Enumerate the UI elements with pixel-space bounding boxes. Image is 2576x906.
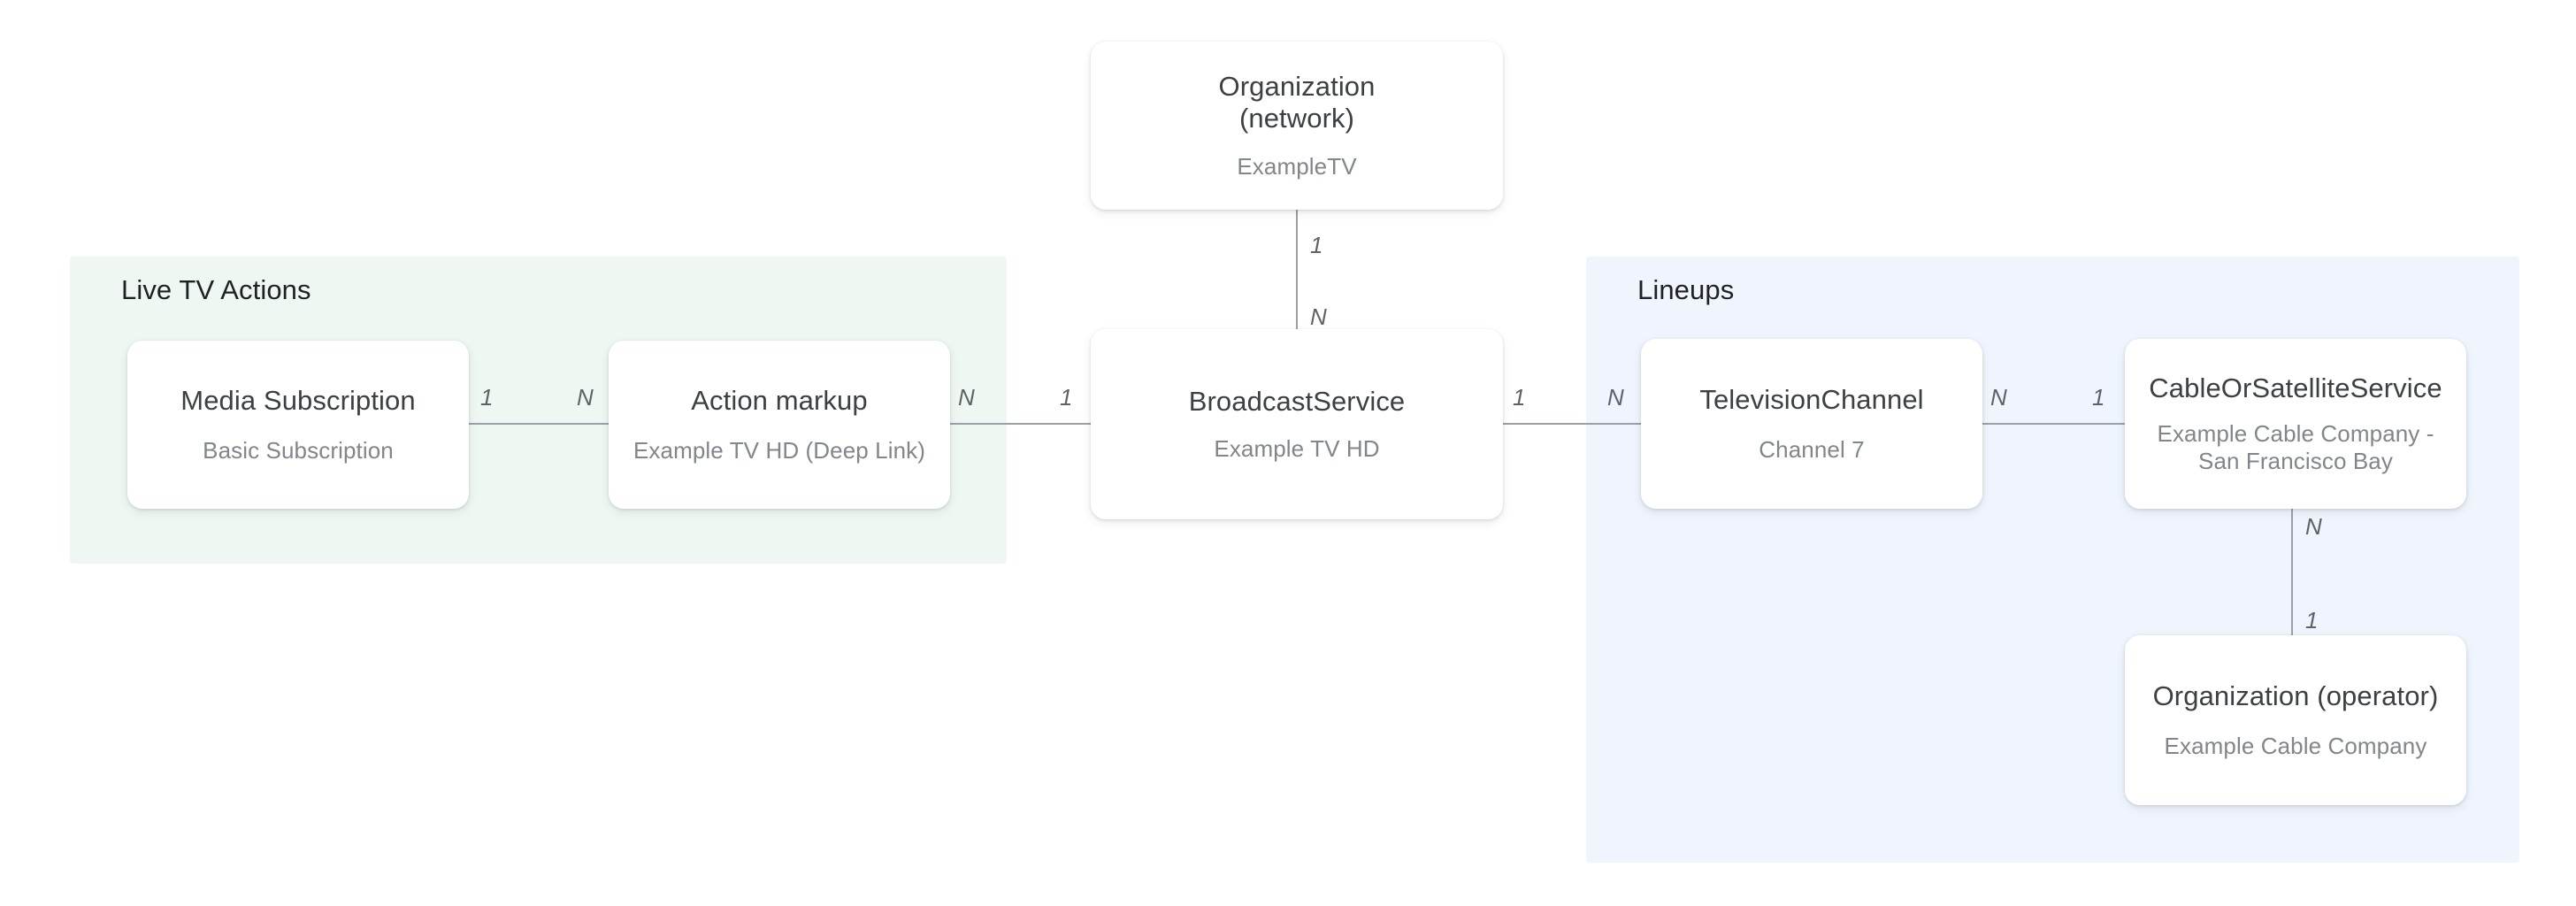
node-organization-network-title: Organization (network)	[1219, 71, 1376, 135]
edge-label-action-markup-target: N	[577, 384, 594, 411]
edge-label-television-channel-target: N	[1607, 384, 1624, 411]
node-television-channel-subtitle: Channel 7	[1759, 435, 1865, 463]
edge-label-organization-operator-target: 1	[2305, 607, 2319, 633]
node-cable-or-satellite-service-subtitle-line2: San Francisco Bay	[2198, 448, 2393, 475]
node-action-markup-title: Action markup	[691, 385, 868, 417]
edge-label-broadcast-service-target: N	[1310, 303, 1327, 330]
edge-label-organization-network-source: 1	[1310, 232, 1323, 258]
node-cable-or-satellite-service-subtitle-line1: Example Cable Company -	[2157, 420, 2434, 448]
node-television-channel-title: TelevisionChannel	[1699, 384, 1924, 416]
edge-label-action-markup-source: N	[958, 384, 975, 411]
edge-action-markup-to-broadcast-service	[948, 423, 1092, 425]
node-media-subscription-title: Media Subscription	[180, 385, 416, 417]
node-organization-network-title-line2: (network)	[1238, 103, 1355, 134]
edge-media-subscription-to-action-markup	[467, 423, 610, 425]
node-cable-or-satellite-service-title: CableOrSatelliteService	[2149, 372, 2442, 403]
node-broadcast-service-title: BroadcastService	[1188, 385, 1406, 417]
node-organization-operator[interactable]: Organization (operator) Example Cable Co…	[2125, 635, 2466, 805]
node-media-subscription[interactable]: Media Subscription Basic Subscription	[127, 341, 469, 509]
node-organization-network-subtitle: ExampleTV	[1237, 152, 1357, 180]
node-broadcast-service[interactable]: BroadcastService Example TV HD	[1091, 329, 1503, 519]
edge-cable-or-satellite-service-to-organization-operator	[2291, 509, 2293, 636]
edge-label-television-channel-source: N	[1990, 384, 2007, 411]
node-organization-network[interactable]: Organization (network) ExampleTV	[1091, 42, 1503, 210]
edge-label-media-subscription-source: 1	[480, 384, 494, 411]
node-broadcast-service-subtitle: Example TV HD	[1214, 435, 1380, 463]
edge-label-broadcast-service-left-target: 1	[1060, 384, 1073, 411]
edge-label-broadcast-service-right-source: 1	[1513, 384, 1526, 411]
edge-label-cable-or-satellite-service-target: 1	[2092, 384, 2105, 411]
node-media-subscription-subtitle: Basic Subscription	[203, 436, 394, 464]
node-cable-or-satellite-service-subtitle: Example Cable Company - San Francisco Ba…	[2158, 420, 2434, 475]
edge-label-cable-or-satellite-service-bottom-source: N	[2305, 513, 2322, 540]
edge-television-channel-to-cable-or-satellite-service	[1981, 423, 2127, 425]
node-action-markup[interactable]: Action markup Example TV HD (Deep Link)	[609, 341, 950, 509]
node-action-markup-subtitle: Example TV HD (Deep Link)	[632, 436, 926, 464]
node-organization-network-title-line1: Organization	[1218, 70, 1376, 102]
panel-live-tv-actions-title: Live TV Actions	[121, 274, 311, 305]
node-organization-operator-subtitle: Example Cable Company	[2164, 732, 2427, 759]
node-organization-operator-title: Organization (operator)	[2152, 680, 2439, 712]
node-cable-or-satellite-service[interactable]: CableOrSatelliteService Example Cable Co…	[2125, 339, 2466, 509]
edge-organization-network-to-broadcast-service	[1296, 210, 1298, 330]
edge-broadcast-service-to-television-channel	[1501, 423, 1643, 425]
panel-lineups-title: Lineups	[1637, 274, 1735, 305]
node-television-channel[interactable]: TelevisionChannel Channel 7	[1641, 339, 1982, 509]
